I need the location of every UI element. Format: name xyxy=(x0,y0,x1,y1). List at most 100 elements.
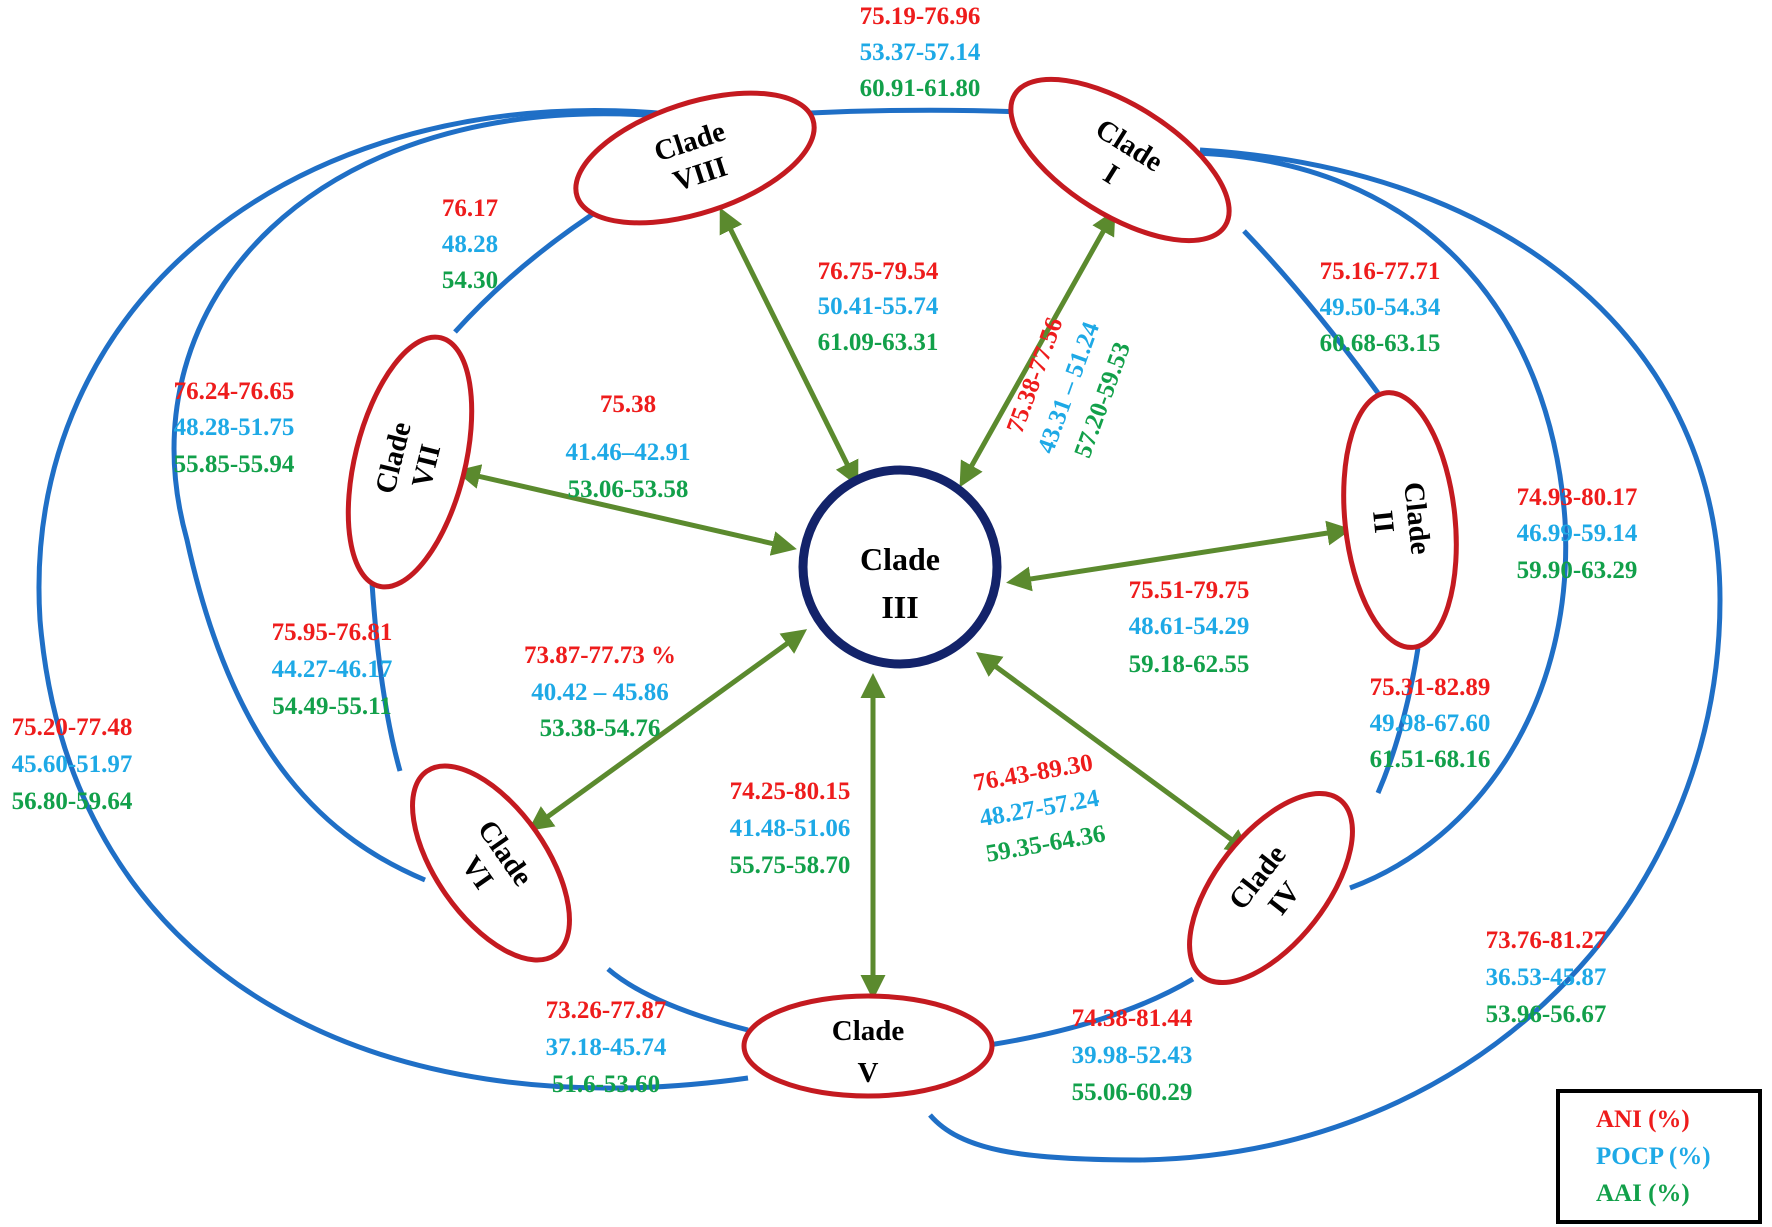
clade-vii[interactable]: Clade VII xyxy=(326,324,495,599)
aai-value: 61.51-68.16 xyxy=(1370,746,1491,773)
label-viii-i: 75.19-76.96 53.37-57.14 60.91-61.80 xyxy=(860,3,981,102)
aai-value: 59.18-62.55 xyxy=(1129,651,1250,678)
ani-value: 75.16-77.71 xyxy=(1320,258,1441,285)
pocp-value: 40.42 – 45.86 xyxy=(531,679,669,706)
clade-iii-numeral: III xyxy=(881,589,918,625)
ani-value: 73.26-77.87 xyxy=(546,997,667,1024)
pocp-value: 50.41-55.74 xyxy=(818,293,939,320)
legend-pocp: POCP (%) xyxy=(1596,1143,1711,1170)
ring-iv-v xyxy=(988,976,1195,1048)
pocp-value: 37.18-45.74 xyxy=(546,1034,667,1061)
clade-vii-ellipse xyxy=(345,334,475,590)
arrow-ii-iii xyxy=(1006,520,1352,592)
label-vii-viii: 76.17 48.28 54.30 xyxy=(442,195,498,294)
label-ii-iii: 75.51-79.75 48.61-54.29 59.18-62.55 xyxy=(1129,577,1250,678)
pocp-value: 41.46–42.91 xyxy=(566,439,691,466)
clade-viii-ellipse xyxy=(573,90,817,226)
ring-viii-v xyxy=(36,108,749,1091)
label-i-ii: 75.16-77.71 49.50-54.34 60.68-63.15 xyxy=(1320,258,1441,357)
aai-value: 53.06-53.58 xyxy=(568,476,689,503)
aai-value: 60.68-63.15 xyxy=(1320,330,1441,357)
clade-viii[interactable]: Clade VIII xyxy=(560,67,830,248)
ani-value: 75.20-77.48 xyxy=(12,714,133,741)
clade-ii[interactable]: Clade II xyxy=(1332,387,1468,653)
pocp-value: 48.28 xyxy=(442,231,498,258)
label-vi-iii: 73.87-77.73 % 40.42 – 45.86 53.38-54.76 xyxy=(524,642,676,742)
label-iv-iii: 76.43-89.30 48.27-57.24 59.35-64.36 xyxy=(971,749,1107,867)
label-i-iii: 75.38-77.56 43.31 – 51.24 57.20-59.53 xyxy=(1002,314,1136,461)
aai-value: 55.85-55.94 xyxy=(174,451,295,478)
ani-value: 76.17 xyxy=(442,195,498,222)
label-i-iv: 74.93-80.17 46.99-59.14 59.90-63.29 xyxy=(1517,484,1638,584)
ring-i-ii xyxy=(1242,229,1381,395)
arrow-iv-iii xyxy=(975,652,1252,854)
arrow-vii-iii xyxy=(455,464,797,556)
ani-value: 75.19-76.96 xyxy=(860,3,981,30)
ring-i-iv xyxy=(1192,150,1569,891)
pocp-value: 45.60-51.97 xyxy=(12,751,133,778)
legend-ani: ANI (%) xyxy=(1596,1106,1690,1133)
clade-i[interactable]: Clade I xyxy=(986,48,1255,273)
arrow-i-iii xyxy=(959,209,1116,488)
aai-value: 54.49-55.11 xyxy=(272,693,391,720)
label-ii-iv: 75.31-82.89 49.98-67.60 61.51-68.16 xyxy=(1370,674,1491,773)
ring-connections xyxy=(36,107,1723,1163)
arrows-to-clade-iii xyxy=(455,207,1352,1000)
label-viii-iii: 76.75-79.54 50.41-55.74 61.09-63.31 xyxy=(818,258,939,356)
clade-ii-word: Clade xyxy=(1397,480,1436,556)
label-v-viii: 75.20-77.48 45.60-51.97 56.80-59.64 xyxy=(12,714,133,815)
clade-iv-ellipse xyxy=(1187,790,1355,986)
pocp-value: 36.53-45.87 xyxy=(1486,964,1607,991)
clade-vi-ellipse xyxy=(410,763,572,963)
pocp-value: 49.50-54.34 xyxy=(1320,294,1441,321)
aai-value: 60.91-61.80 xyxy=(860,75,981,102)
clade-v-numeral: V xyxy=(858,1057,879,1089)
aai-value: 51.6-53.60 xyxy=(552,1071,660,1098)
ring-viii-vi xyxy=(171,111,662,883)
ani-value: 74.38-81.44 xyxy=(1072,1005,1193,1032)
ring-viii-i xyxy=(809,107,1025,116)
ring-i-v xyxy=(928,147,1723,1163)
pocp-value: 41.48-51.06 xyxy=(730,815,851,842)
legend-box xyxy=(1556,1089,1762,1224)
clade-iii-word: Clade xyxy=(860,541,940,577)
clade-ii-ellipse xyxy=(1341,390,1459,650)
ani-value: 73.87-77.73 % xyxy=(524,642,676,669)
clade-vi[interactable]: Clade VI xyxy=(382,740,601,987)
clade-iv[interactable]: Clade IV xyxy=(1159,766,1384,1010)
clade-v[interactable]: Clade V xyxy=(741,993,995,1099)
pocp-value: 49.98-67.60 xyxy=(1370,710,1491,737)
label-vi-vii: 75.95-76.81 44.27-46.17 54.49-55.11 xyxy=(272,619,393,720)
aai-value: 61.09-63.31 xyxy=(818,329,939,356)
aai-value: 55.75-58.70 xyxy=(730,852,851,879)
label-v-i: 73.76-81.27 36.53-45.87 53.96-56.67 xyxy=(1486,927,1607,1028)
clade-ii-numeral: II xyxy=(1366,509,1400,535)
pocp-value: 53.37-57.14 xyxy=(860,39,981,66)
aai-value: 53.96-56.67 xyxy=(1486,1001,1607,1028)
ani-value: 75.38 xyxy=(600,391,656,418)
label-vi-viii: 76.24-76.65 48.28-51.75 55.85-55.94 xyxy=(174,378,295,478)
pocp-value: 39.98-52.43 xyxy=(1072,1042,1193,1069)
arrow-viii-iii xyxy=(719,207,859,487)
label-v-iii: 74.25-80.15 41.48-51.06 55.75-58.70 xyxy=(730,778,851,879)
ani-value: 73.76-81.27 xyxy=(1486,927,1607,954)
aai-value: 56.80-59.64 xyxy=(12,788,133,815)
clade-v-ellipse xyxy=(741,993,995,1099)
ani-value: 75.51-79.75 xyxy=(1129,577,1250,604)
ring-vi-vii xyxy=(369,582,403,772)
ring-ii-iv xyxy=(1375,647,1421,794)
ani-value: 74.25-80.15 xyxy=(730,778,851,805)
ring-v-vi xyxy=(606,967,749,1033)
ani-value: 76.75-79.54 xyxy=(818,258,939,285)
ani-value: 75.95-76.81 xyxy=(272,619,393,646)
label-vii-iii: 75.38 41.46–42.91 53.06-53.58 xyxy=(566,391,691,503)
aai-value: 53.38-54.76 xyxy=(540,715,661,742)
ani-value: 75.31-82.89 xyxy=(1370,674,1491,701)
clade-iii[interactable]: Clade III xyxy=(798,465,1002,669)
clade-i-ellipse xyxy=(1008,76,1232,244)
ani-value: 74.93-80.17 xyxy=(1517,484,1638,511)
aai-value: 54.30 xyxy=(442,267,498,294)
label-v-iv: 74.38-81.44 39.98-52.43 55.06-60.29 xyxy=(1072,1005,1193,1106)
label-v-vi: 73.26-77.87 37.18-45.74 51.6-53.60 xyxy=(546,997,667,1098)
